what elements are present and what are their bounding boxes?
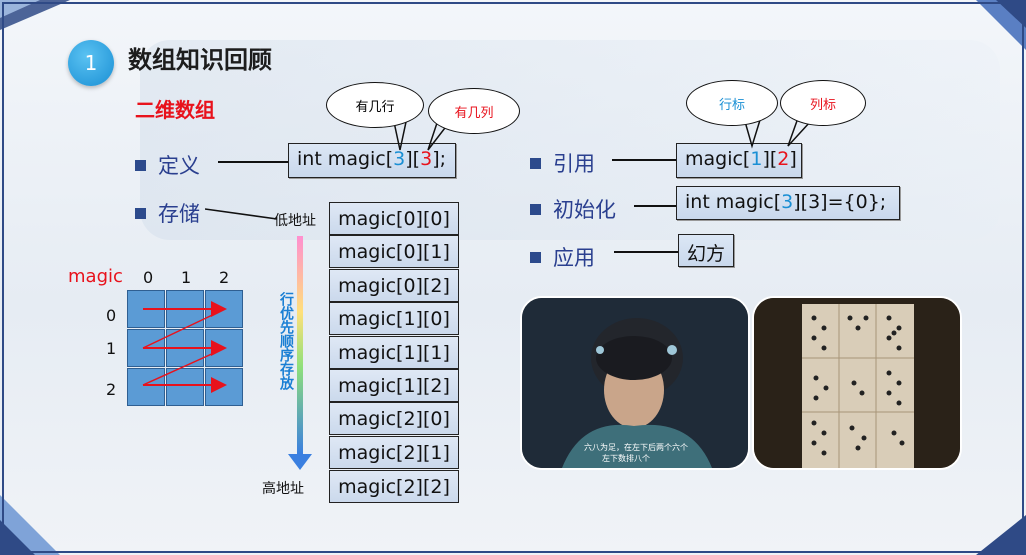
code-text: ][: [762, 148, 778, 170]
col-index-value: 2: [777, 148, 790, 170]
callout-row-index: 行标: [686, 80, 778, 126]
video-subtitle-line: 六八为足，在左下后两个六个: [584, 443, 688, 452]
grid-row-label: 0: [106, 306, 117, 325]
code-text: magic[: [685, 148, 751, 170]
bullet-square-icon: [135, 160, 146, 171]
row-order-arrows: [142, 301, 227, 393]
rows-value: 3: [393, 148, 406, 170]
magic-square-board-illustration: [754, 298, 960, 468]
corner-decoration-bottom-right: [976, 515, 1026, 555]
callout-rows: 有几行: [326, 82, 424, 128]
character-illustration: [522, 298, 748, 468]
reference-code-box: magic[1][2]: [676, 143, 802, 178]
grid-array-name: magic: [68, 266, 123, 287]
memory-cell: magic[1][1]: [329, 336, 459, 369]
connector-line: [612, 159, 676, 161]
callout-cols: 有几列: [428, 88, 520, 134]
rows-value: 3: [781, 191, 794, 213]
code-text: ][: [405, 148, 421, 170]
grid-col-label: 1: [181, 268, 192, 287]
row-major-label: 行优先顺序存放: [278, 292, 294, 390]
callout-tails: [743, 117, 811, 149]
low-address-label: 低地址: [274, 213, 316, 229]
grid-row-label: 2: [106, 380, 117, 399]
initialization-code-box: int magic[3][3]={0};: [676, 186, 900, 220]
corner-decoration-top-right: [976, 0, 1026, 50]
memory-cell: magic[0][1]: [329, 235, 459, 268]
code-text: int magic[: [685, 191, 782, 213]
application-label: 应用: [553, 246, 595, 270]
corner-decoration-top-left: [0, 0, 70, 30]
row-index-value: 1: [750, 148, 763, 170]
tv-still-character-photo: 六八为足，在左下后两个六个 左下数排八个: [520, 296, 750, 470]
section-number-badge: 1: [68, 40, 114, 86]
memory-cell: magic[1][0]: [329, 302, 459, 335]
memory-cell: magic[2][1]: [329, 436, 459, 469]
bullet-application: 应用: [530, 242, 595, 272]
bullet-storage: 存储: [135, 198, 200, 228]
application-value-box: 幻方: [678, 234, 734, 267]
memory-cell: magic[0][0]: [329, 202, 459, 235]
grid-col-label: 2: [219, 268, 230, 287]
address-gradient-arrow: [288, 236, 312, 470]
page-title: 数组知识回顾: [128, 46, 272, 74]
section-subtitle: 二维数组: [135, 98, 215, 122]
bullet-reference: 引用: [530, 148, 595, 178]
corner-decoration-bottom-left: [0, 495, 60, 555]
memory-cell: magic[0][2]: [329, 269, 459, 302]
high-address-label: 高地址: [262, 481, 304, 497]
memory-cell: magic[2][0]: [329, 402, 459, 435]
bullet-square-icon: [530, 204, 541, 215]
code-text: ][3]={0};: [793, 191, 887, 213]
initialization-label: 初始化: [553, 198, 616, 222]
tv-still-magic-square-board: [752, 296, 962, 470]
grid-cell: [166, 368, 204, 406]
bullet-square-icon: [135, 208, 146, 219]
connector-line: [614, 251, 678, 253]
code-text: ]: [789, 148, 797, 170]
bullet-square-icon: [530, 252, 541, 263]
bullet-definition: 定义: [135, 150, 200, 180]
grid-row-label: 1: [106, 339, 117, 358]
storage-label: 存储: [158, 202, 200, 226]
memory-cell: magic[2][2]: [329, 470, 459, 503]
connector-line: [205, 208, 278, 220]
code-text: ];: [432, 148, 447, 170]
connector-line: [218, 161, 288, 163]
definition-label: 定义: [158, 154, 200, 178]
cols-value: 3: [420, 148, 433, 170]
memory-cell: magic[1][2]: [329, 369, 459, 402]
connector-line: [634, 205, 676, 207]
bullet-square-icon: [530, 158, 541, 169]
grid-col-label: 0: [143, 268, 154, 287]
callout-col-index: 列标: [780, 80, 866, 126]
bullet-initialization: 初始化: [530, 194, 616, 224]
grid-cell: [127, 368, 165, 406]
video-subtitle-line: 左下数排八个: [602, 454, 650, 463]
callout-tails: [393, 119, 449, 151]
code-text: int magic[: [297, 148, 394, 170]
reference-label: 引用: [553, 152, 595, 176]
